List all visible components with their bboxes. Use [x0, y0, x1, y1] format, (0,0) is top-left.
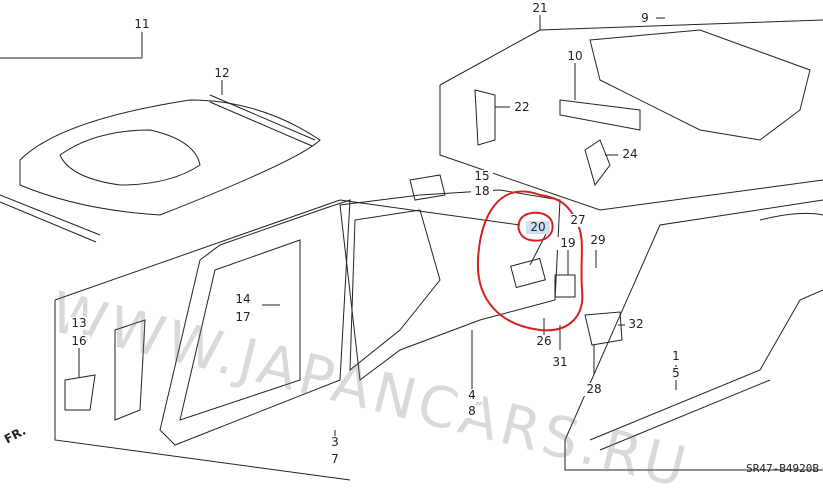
callout-18: 18 — [471, 185, 493, 198]
door-opening-rear — [349, 209, 441, 372]
roof-rail-front — [0, 194, 101, 243]
callout-12: 12 — [211, 67, 233, 80]
fuel-lid-20 — [510, 257, 546, 289]
callout-22: 22 — [511, 101, 533, 114]
callout-13: 13 — [68, 317, 90, 330]
leader-lines — [78, 14, 677, 437]
bracket-15 — [409, 174, 446, 201]
callout-16: 16 — [68, 335, 90, 348]
callout-3: 3 — [324, 436, 346, 449]
group-box-lower-left — [54, 199, 521, 481]
group-box-sill — [564, 199, 823, 471]
part-19 — [554, 274, 576, 298]
callout-26: 26 — [533, 335, 555, 348]
rear-panel-9 — [589, 29, 811, 141]
inner-pillar — [159, 199, 351, 446]
callout-29: 29 — [587, 234, 609, 247]
diagram-code: SR47-B4920B — [746, 462, 819, 475]
callout-31: 31 — [549, 356, 571, 369]
outer-side-panel — [339, 189, 561, 381]
bracket-28 — [584, 311, 623, 346]
door-opening-front — [179, 239, 301, 421]
callout-19: 19 — [557, 237, 579, 250]
side-sill — [589, 289, 823, 451]
callout-1: 1 — [665, 350, 687, 363]
callout-24: 24 — [619, 148, 641, 161]
callout-28: 28 — [583, 383, 605, 396]
callout-8: 8 — [461, 405, 483, 418]
roof-panel — [19, 99, 321, 216]
bracket-22 — [474, 89, 496, 146]
callout-14: 14 — [232, 293, 254, 306]
callout-7: 7 — [324, 453, 346, 466]
callout-32: 32 — [625, 318, 647, 331]
bracket-24 — [584, 139, 611, 187]
group-box-roof — [0, 40, 143, 59]
roof-rail-12 — [209, 94, 316, 147]
sill-top — [759, 212, 823, 221]
callout-21: 21 — [529, 2, 551, 15]
pillar-13 — [64, 374, 96, 411]
callout-10: 10 — [564, 50, 586, 63]
callout-4: 4 — [461, 389, 483, 402]
callout-5: 5 — [665, 367, 687, 380]
pillar-16 — [114, 319, 146, 421]
group-box-upper-right — [439, 19, 823, 211]
callout-20: 20 — [526, 221, 550, 234]
callout-15: 15 — [471, 170, 493, 183]
callout-9: 9 — [634, 12, 656, 25]
callout-11: 11 — [131, 18, 153, 31]
callout-27: 27 — [567, 214, 589, 227]
callout-17: 17 — [232, 311, 254, 324]
panel-10 — [559, 99, 641, 131]
sunroof-opening — [59, 129, 201, 186]
diagram-drawing — [0, 14, 823, 481]
